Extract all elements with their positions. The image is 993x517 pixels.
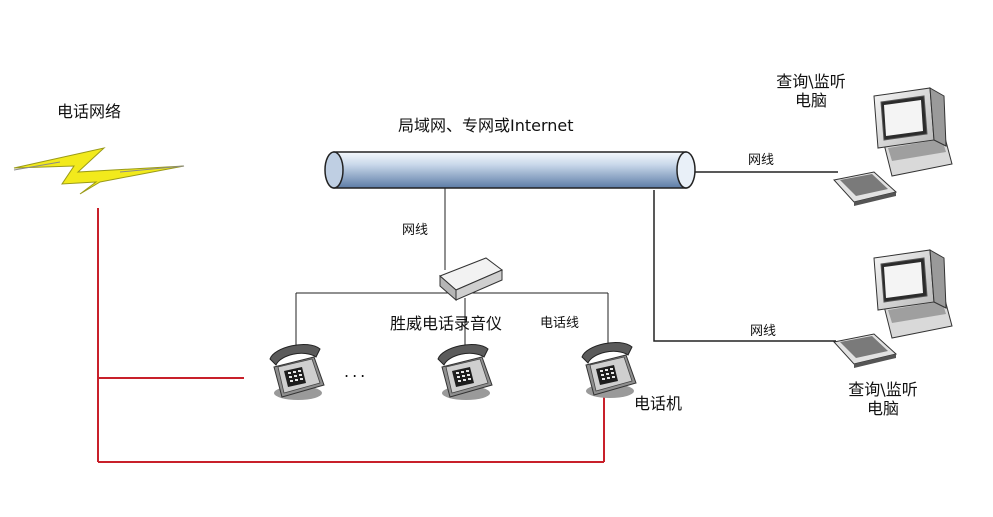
pc-bottom-label-line2: 电脑 <box>866 399 899 418</box>
pc-top-label-line1: 查询\监听 <box>776 72 846 91</box>
telephone-label: 电话机 <box>634 394 683 413</box>
lightning-streak <box>13 161 61 171</box>
ellipsis-label: ... <box>344 362 369 381</box>
telephone-network-label: 电话网络 <box>57 102 122 121</box>
computer-icon <box>833 249 953 369</box>
network-wire <box>653 190 836 342</box>
network-cable-label: 网线 <box>748 153 775 168</box>
network-backbone-tube <box>324 151 696 189</box>
telephone-icon <box>437 343 493 401</box>
telephone-icon <box>269 343 325 401</box>
recorder-device-icon <box>439 257 503 302</box>
lightning-icon <box>13 147 185 195</box>
telephone-wire <box>97 208 605 463</box>
phone-line-label: 电话线 <box>540 316 580 331</box>
pc-bottom-label-line1: 查询\监听 <box>848 380 918 399</box>
recorder-label: 胜威电话录音仪 <box>390 314 503 333</box>
network-cable-label: 网线 <box>402 223 429 238</box>
pc-bottom-label: 查询\监听 电脑 <box>818 380 948 418</box>
telephone-icon <box>581 341 637 399</box>
network-cable-label: 网线 <box>750 324 777 339</box>
lightning-streak <box>119 165 185 173</box>
pc-top-label: 查询\监听 电脑 <box>746 72 876 110</box>
network-label: 局域网、专网或Internet <box>398 116 574 135</box>
pc-top-label-line2: 电脑 <box>794 91 827 110</box>
